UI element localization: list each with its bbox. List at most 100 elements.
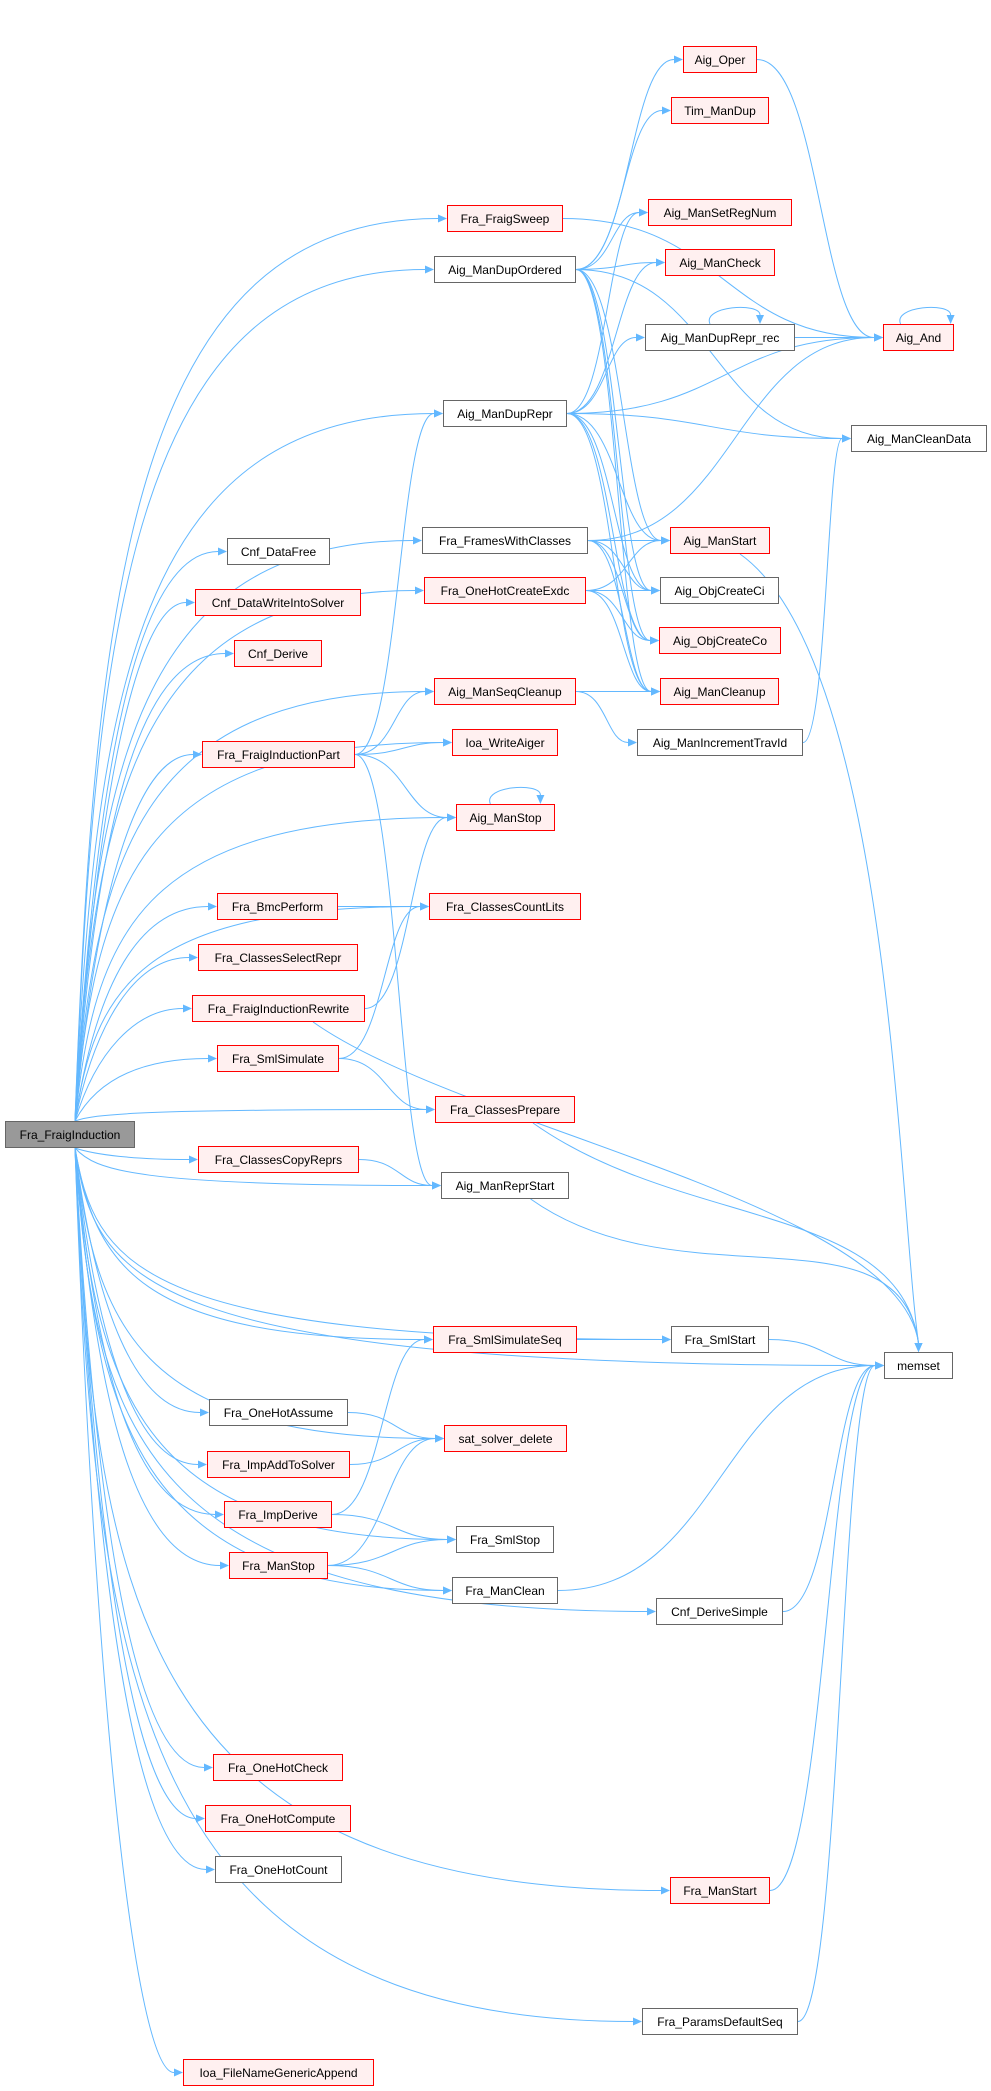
edge-fra-fraig-induction-to-fra-one-hot-create-exdc-arrowhead [415,586,424,595]
edge-aig-man-dup-repr-to-aig-man-check-arrowhead [656,258,665,267]
node-fra-one-hot-assume[interactable]: Fra_OneHotAssume [209,1399,348,1426]
edge-aig-man-repr-start-to-memset [530,1198,919,1344]
edge-aig-man-dup-repr-to-aig-man-check [566,262,657,414]
edge-fra-man-start-to-memset [769,1365,876,1891]
node-aig-man-stop[interactable]: Aig_ManStop [456,804,555,831]
node-fra-fraig-sweep[interactable]: Fra_FraigSweep [447,205,563,232]
node-aig-obj-create-co[interactable]: Aig_ObjCreateCo [659,627,781,654]
node-fra-classes-select-repr[interactable]: Fra_ClassesSelectRepr [198,944,358,971]
edge-fra-fraig-induction-to-aig-man-dup-ordered [74,269,426,1122]
node-fra-one-hot-compute[interactable]: Fra_OneHotCompute [205,1805,351,1832]
edge-fra-fraig-induction-to-cnf-derive [74,653,226,1122]
node-fra-man-start[interactable]: Fra_ManStart [670,1877,770,1904]
node-aig-oper[interactable]: Aig_Oper [683,46,757,73]
edge-fra-one-hot-create-exdc-to-aig-obj-create-co-arrowhead [650,636,659,645]
edge-aig-man-dup-ordered-to-aig-oper-arrowhead [674,55,683,64]
node-fra-sml-stop[interactable]: Fra_SmlStop [456,1526,554,1553]
edge-fra-one-hot-create-exdc-to-aig-obj-create-co [585,590,651,641]
edge-fra-classes-copy-reprs-to-aig-man-repr-start-arrowhead [432,1181,441,1190]
edge-fra-fraig-induction-to-sat-solver-delete [74,1147,436,1439]
edge-fra-fraig-induction-to-cnf-derive-simple [74,1147,648,1612]
edge-fra-fraig-induction-part-to-aig-man-seq-cleanup [354,691,426,755]
node-fra-sml-simulate[interactable]: Fra_SmlSimulate [217,1045,339,1072]
edge-fra-sml-simulate-to-fra-classes-count-lits-arrowhead [420,902,429,911]
node-aig-man-repr-start[interactable]: Aig_ManReprStart [441,1172,569,1199]
node-aig-man-dup-repr-rec[interactable]: Aig_ManDupRepr_rec [645,324,795,351]
node-fra-man-stop[interactable]: Fra_ManStop [229,1552,328,1579]
node-cnf-data-free[interactable]: Cnf_DataFree [227,538,330,565]
node-fra-one-hot-check[interactable]: Fra_OneHotCheck [213,1754,343,1781]
node-aig-man-increment-trav-id[interactable]: Aig_ManIncrementTravId [637,729,803,756]
edge-fra-fraig-sweep-to-aig-and [562,218,875,338]
node-ioa-file-name-generic-append[interactable]: Ioa_FileNameGenericAppend [183,2059,374,2086]
node-memset[interactable]: memset [884,1352,953,1379]
node-sat-solver-delete[interactable]: sat_solver_delete [444,1425,567,1452]
node-aig-man-dup-repr[interactable]: Aig_ManDupRepr [443,400,567,427]
edge-fra-fraig-induction-rewrite-to-aig-man-stop-arrowhead [447,813,456,822]
edge-fra-fraig-induction-to-fra-classes-copy-reprs-arrowhead [189,1155,198,1164]
node-fra-bmc-perform[interactable]: Fra_BmcPerform [217,893,338,920]
node-cnf-data-write-into-solver[interactable]: Cnf_DataWriteIntoSolver [195,589,361,616]
edge-aig-man-dup-repr-to-aig-man-set-reg-num [566,212,640,414]
edge-fra-fraig-induction-to-cnf-data-write-into-solver [74,602,187,1122]
node-fra-frames-with-classes[interactable]: Fra_FramesWithClasses [422,527,588,554]
edge-aig-man-dup-repr-to-aig-man-set-reg-num-arrowhead [639,208,648,217]
edge-fra-fraig-induction-to-fra-bmc-perform-arrowhead [208,902,217,911]
edge-fra-sml-simulate-seq-to-fra-sml-start-arrowhead [662,1335,671,1344]
node-aig-obj-create-ci[interactable]: Aig_ObjCreateCi [660,577,779,604]
edge-fra-fraig-induction-to-fra-frames-with-classes [74,540,414,1122]
node-aig-man-set-reg-num[interactable]: Aig_ManSetRegNum [648,199,792,226]
node-fra-sml-simulate-seq[interactable]: Fra_SmlSimulateSeq [433,1326,577,1353]
node-ioa-write-aiger[interactable]: Ioa_WriteAiger [452,729,558,756]
edge-aig-man-increment-trav-id-to-aig-man-clean-data [802,438,843,743]
node-fra-classes-count-lits[interactable]: Fra_ClassesCountLits [429,893,581,920]
edge-aig-man-dup-repr-to-aig-man-dup-repr-rec [566,337,637,414]
edge-fra-fraig-induction-part-to-aig-man-repr-start [354,754,433,1186]
node-fra-classes-copy-reprs[interactable]: Fra_ClassesCopyReprs [198,1146,359,1173]
node-cnf-derive-simple[interactable]: Cnf_DeriveSimple [656,1598,783,1625]
edge-fra-frames-with-classes-to-aig-and-arrowhead [874,333,883,342]
edge-fra-one-hot-create-exdc-to-aig-man-start [585,540,662,591]
edge-fra-frames-with-classes-to-aig-obj-create-ci [587,540,652,591]
node-fra-fraig-induction-rewrite[interactable]: Fra_FraigInductionRewrite [192,995,365,1022]
edge-fra-fraig-induction-to-fra-imp-derive-arrowhead [215,1510,224,1519]
node-aig-man-seq-cleanup[interactable]: Aig_ManSeqCleanup [434,678,576,705]
node-fra-classes-prepare[interactable]: Fra_ClassesPrepare [435,1096,575,1123]
node-tim-man-dup[interactable]: Tim_ManDup [671,97,769,124]
node-fra-params-default-seq[interactable]: Fra_ParamsDefaultSeq [642,2008,798,2035]
node-aig-and[interactable]: Aig_And [883,324,954,351]
edge-aig-man-dup-repr-rec-to-aig-man-dup-repr-rec-arrowhead [756,315,764,324]
edge-aig-and-to-aig-and-arrowhead [946,315,955,324]
edge-fra-one-hot-create-exdc-to-aig-obj-create-ci-arrowhead [651,586,660,595]
node-aig-man-clean-data[interactable]: Aig_ManCleanData [851,425,987,452]
edge-fra-fraig-induction-to-fra-frames-with-classes-arrowhead [413,536,422,545]
edge-fra-fraig-induction-to-cnf-data-free [74,551,219,1122]
node-cnf-derive[interactable]: Cnf_Derive [234,640,322,667]
edge-aig-man-seq-cleanup-to-aig-man-increment-trav-id-arrowhead [628,738,637,747]
edge-aig-man-dup-repr-to-aig-obj-create-ci [566,413,652,591]
edge-fra-man-stop-to-fra-man-clean-arrowhead [443,1586,452,1595]
node-aig-man-check[interactable]: Aig_ManCheck [665,249,775,276]
node-fra-one-hot-count[interactable]: Fra_OneHotCount [215,1856,342,1883]
edge-fra-fraig-induction-to-fra-sml-simulate [74,1058,209,1122]
edge-aig-and-to-aig-and [899,306,952,325]
edge-fra-sml-simulate-to-fra-classes-prepare-arrowhead [426,1105,435,1114]
edge-fra-fraig-induction-to-ioa-file-name-generic-append [74,1147,175,2073]
edge-fra-fraig-induction-part-to-ioa-write-aiger [354,742,444,755]
node-aig-man-start[interactable]: Aig_ManStart [670,527,770,554]
edge-fra-fraig-induction-to-fra-fraig-induction-rewrite [74,1008,184,1122]
edge-fra-fraig-induction-to-fra-one-hot-check-arrowhead [204,1763,213,1772]
node-fra-sml-start[interactable]: Fra_SmlStart [671,1326,769,1353]
node-aig-man-cleanup[interactable]: Aig_ManCleanup [660,678,779,705]
edge-fra-fraig-induction-to-fra-params-default-seq-arrowhead [633,2017,642,2026]
node-fra-imp-add-to-solver[interactable]: Fra_ImpAddToSolver [207,1451,350,1478]
node-fra-one-hot-create-exdc[interactable]: Fra_OneHotCreateExdc [424,577,586,604]
node-aig-man-dup-ordered[interactable]: Aig_ManDupOrdered [434,256,576,283]
node-fra-fraig-induction-part[interactable]: Fra_FraigInductionPart [202,741,355,768]
edge-fra-one-hot-assume-to-sat-solver-delete [347,1412,436,1439]
node-fra-fraig-induction[interactable]: Fra_FraigInduction [5,1121,135,1148]
node-fra-imp-derive[interactable]: Fra_ImpDerive [224,1501,332,1528]
edge-fra-imp-add-to-solver-to-sat-solver-delete [349,1438,436,1465]
node-fra-man-clean[interactable]: Fra_ManClean [452,1577,558,1604]
